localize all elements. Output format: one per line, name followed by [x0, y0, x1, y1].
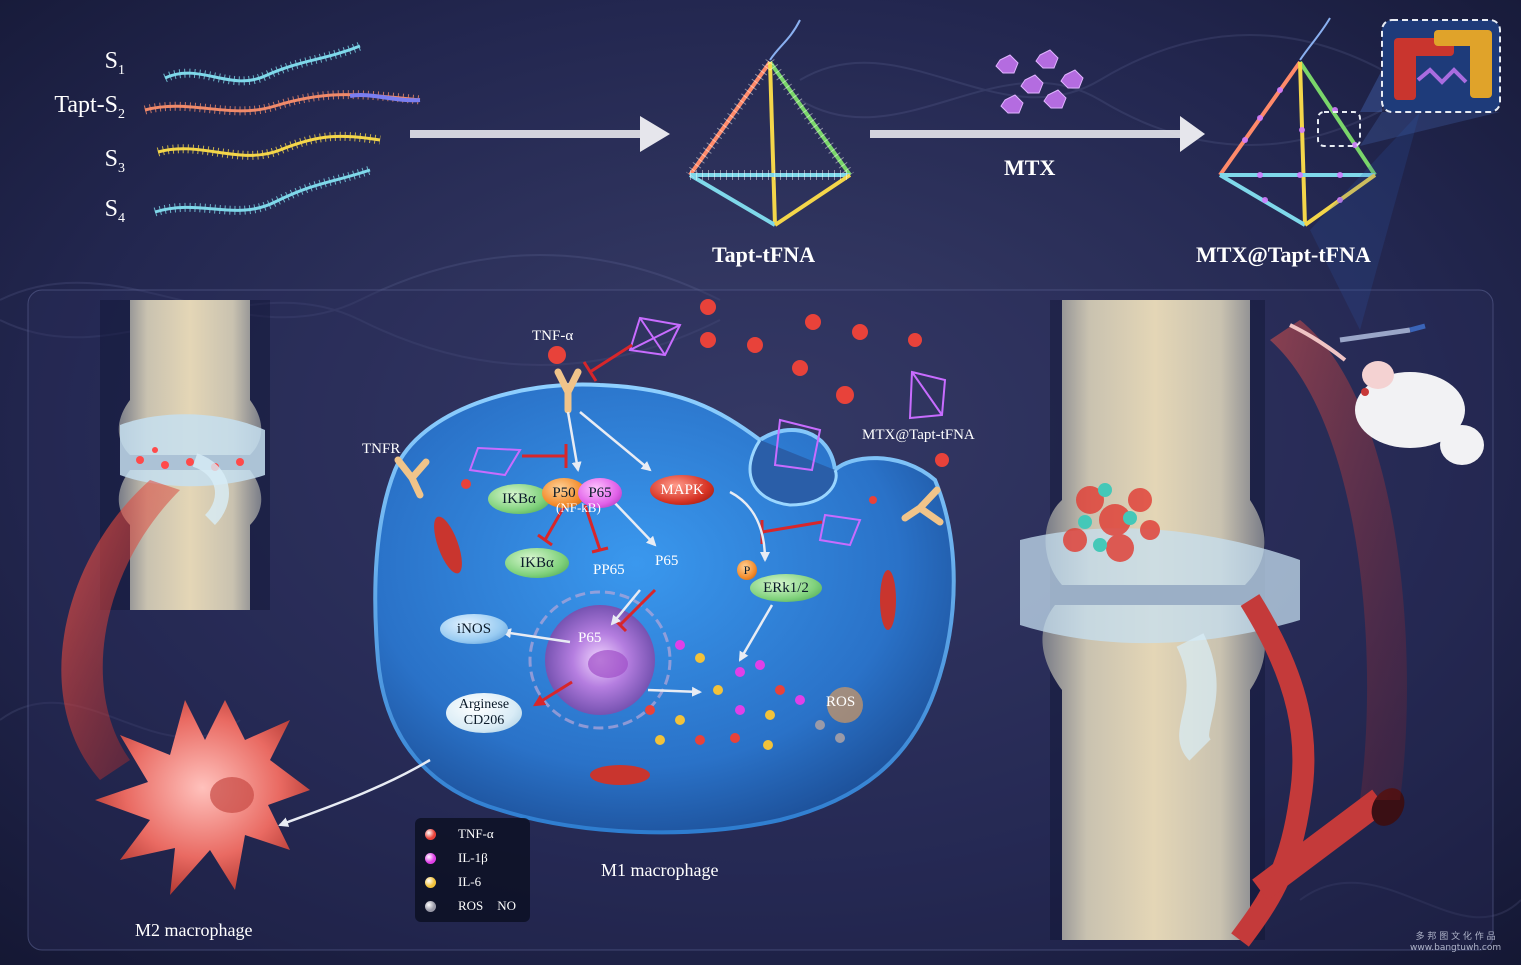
strand-s1 — [163, 41, 362, 86]
ikba-complex-pill: IKBα — [488, 484, 550, 514]
legend-label-tnf: TNF-α — [458, 826, 494, 841]
mtx-crystals — [995, 49, 1084, 114]
nfkb-label: (NF-kB) — [556, 500, 601, 515]
legend-row-il6: IL-6 — [425, 872, 481, 892]
p65-complex-pill: P65 — [578, 478, 622, 508]
rat-illustration — [1289, 323, 1484, 465]
legend-label-il6: IL-6 — [458, 874, 482, 889]
right-joint — [1020, 300, 1405, 947]
tapt-tfna-label: Tapt-tFNA — [712, 242, 816, 267]
mtx-tapt-tfna-label: MTX@Tapt-tFNA — [1196, 242, 1371, 267]
p65-nucleus-label: P65 — [578, 630, 602, 646]
legend-row-tnf: TNF-α — [425, 824, 494, 844]
m1-macrophage-label: M1 macrophage — [601, 860, 719, 880]
watermark: 多 邦 图 文 化 作 品 www.bangtuwh.com — [1410, 932, 1501, 954]
ikba-free-pill: IKBα — [505, 548, 569, 578]
inhibition-marks — [522, 343, 823, 707]
legend-dot-il6 — [425, 876, 436, 888]
dna-watermark-pattern — [0, 34, 1521, 919]
pathway-arrows — [278, 411, 774, 827]
cd206-text: CD206 — [463, 713, 505, 728]
watermark-line1: 多 邦 图 文 化 作 品 — [1415, 932, 1496, 942]
legend-row-ros-no: ROS NO — [425, 896, 516, 916]
legend-label-il1b: IL-1β — [458, 850, 488, 865]
strand-s4 — [153, 165, 372, 217]
watermark-line2: www.bangtuwh.com — [1410, 943, 1502, 953]
legend-dot-tnf — [425, 828, 436, 840]
arginese-text: Arginese — [458, 697, 510, 712]
zoom-inset — [1360, 19, 1501, 146]
cytokine-dots — [645, 640, 845, 750]
inos-pill: iNOS — [440, 614, 508, 644]
mtx-tapt-tfna-tetrahedron — [1218, 17, 1377, 227]
red-beam-right — [1270, 320, 1407, 800]
red-beam-left — [61, 480, 180, 780]
tnfr-label: TNFR — [362, 441, 401, 457]
m2-macrophage-label: M2 macrophage — [135, 920, 253, 940]
tfna-particles — [468, 316, 947, 547]
legend-dot-il1b — [425, 852, 436, 864]
tnf-alpha-label: TNF-α — [532, 328, 574, 344]
extracellular-tnf — [461, 299, 949, 504]
dna-strands — [143, 41, 421, 217]
tapt-tfna-tetrahedron — [685, 19, 855, 227]
m2-macrophage-shape — [95, 700, 310, 895]
strand-s1-label: S1 — [104, 48, 125, 78]
top-arrows — [410, 116, 1205, 152]
mtx-particle-label: MTX@Tapt-tFNA — [862, 427, 975, 443]
strand-tapt-s2-label: Tapt-S2 — [54, 92, 125, 122]
phospho-p-badge: P — [737, 560, 757, 580]
erk-pill: ERk1/2 — [750, 574, 822, 602]
legend-label-ros: ROS — [458, 898, 484, 913]
cytokine-legend: TNF-α IL-1β IL-6 ROS NO — [415, 818, 530, 922]
injection-beam — [1310, 112, 1420, 330]
legend-row-il1b: IL-1β — [425, 848, 488, 868]
receptors — [394, 368, 944, 526]
legend-label-no: NO — [497, 898, 517, 913]
legend-dot-ros — [425, 900, 436, 912]
p65-cytoplasm-label: P65 — [655, 553, 679, 569]
strand-s3 — [156, 131, 381, 160]
pp65-label: PP65 — [593, 562, 625, 578]
strand-tapt-s2 — [143, 90, 421, 116]
ros-label: ROS — [826, 694, 856, 710]
arginese-cd206-pill: Arginese CD206 — [446, 693, 522, 733]
mtx-label: MTX — [1004, 155, 1056, 180]
mapk-pill: MAPK — [650, 475, 714, 505]
strand-s3-label: S3 — [104, 146, 125, 176]
strand-s4-label: S4 — [104, 196, 125, 226]
